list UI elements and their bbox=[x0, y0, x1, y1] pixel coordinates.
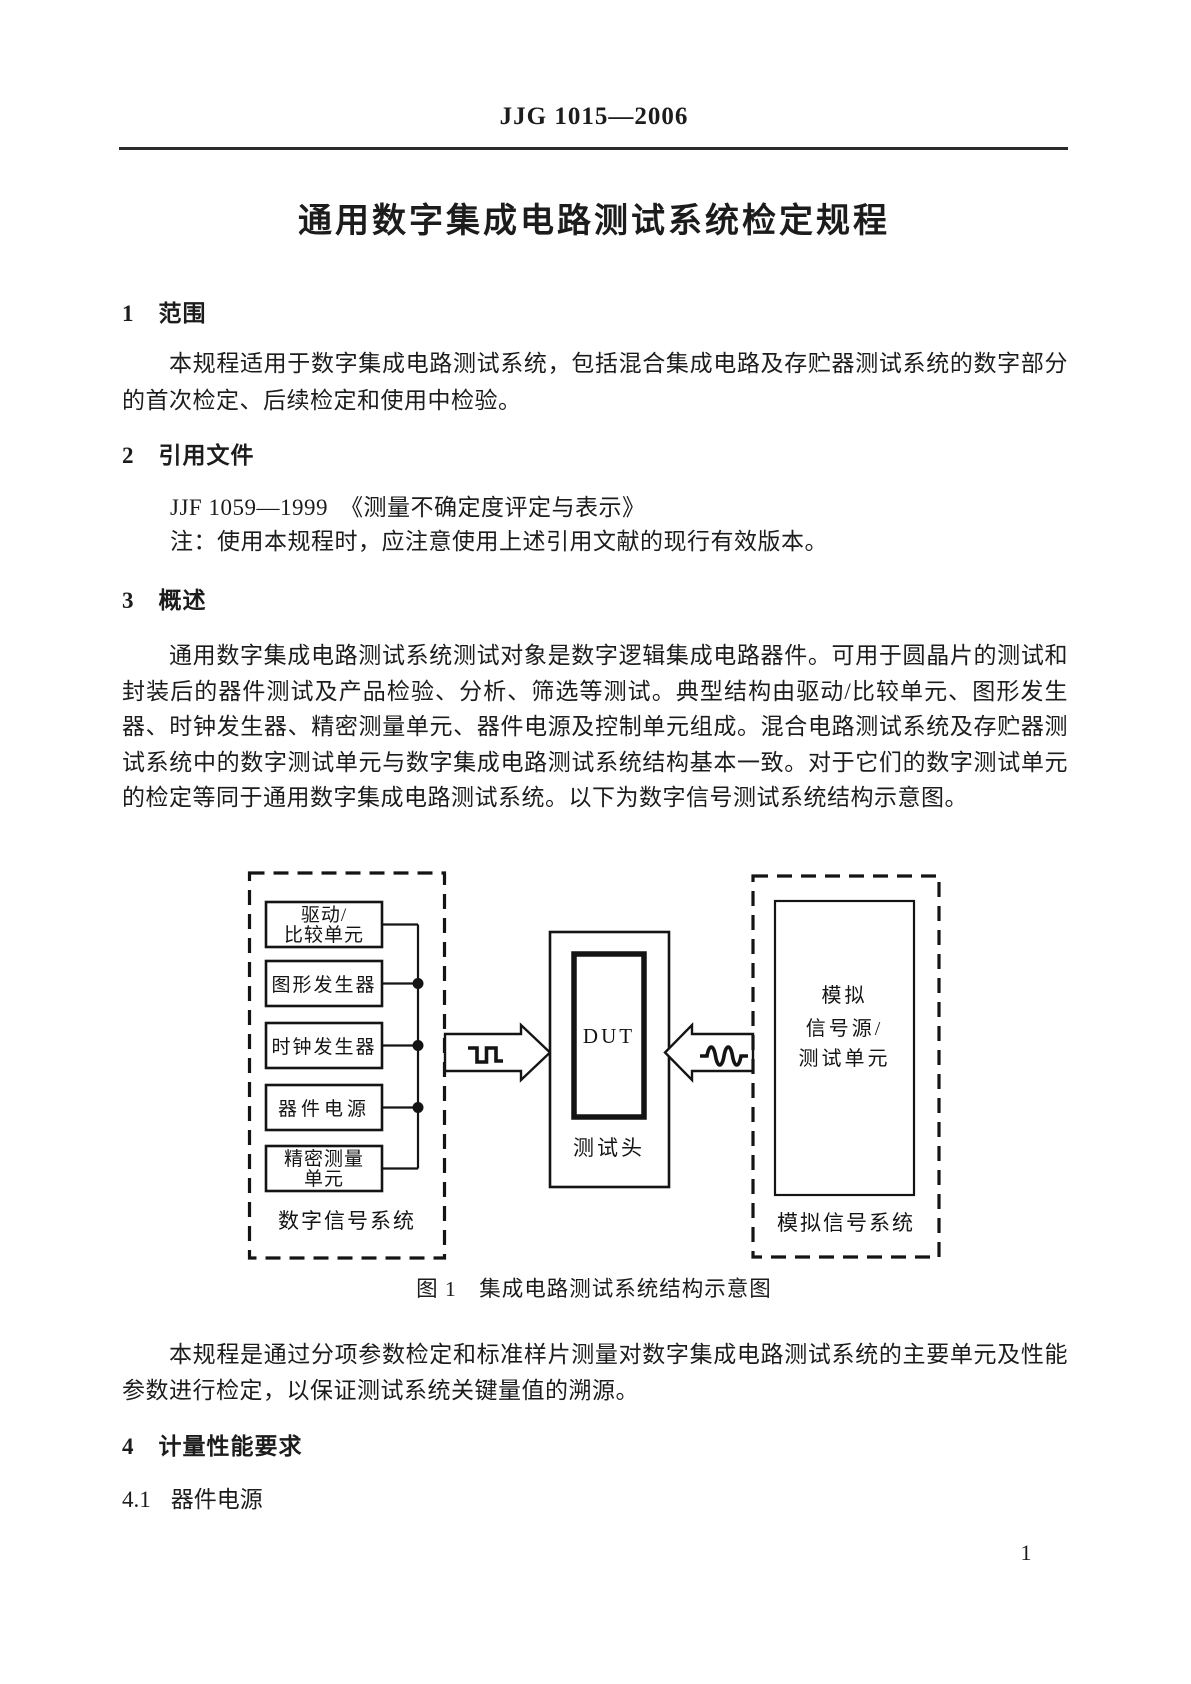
section-3-number: 3 bbox=[122, 588, 135, 613]
section-1-number: 1 bbox=[122, 301, 135, 326]
figure-1-caption: 图 1 集成电路测试系统结构示意图 bbox=[416, 1277, 772, 1301]
section-1-paragraph: 本规程适用于数字集成电路测试系统，包括混合集成电路及存贮器测试系统的数字部分的首… bbox=[122, 351, 1068, 413]
digital-signal-system-label: 数字信号系统 bbox=[278, 1209, 416, 1233]
drive-compare-unit-label-line2: 比较单元 bbox=[284, 924, 364, 946]
section-3-after-figure-paragraph: 本规程是通过分项参数检定和标准样片测量对数字集成电路测试系统的主要单元及性能参数… bbox=[122, 1342, 1068, 1403]
section-2-title: 引用文件 bbox=[158, 442, 255, 468]
section-2-number: 2 bbox=[122, 443, 135, 468]
bus-junction-dot bbox=[412, 978, 424, 989]
section-2-heading: 2 引用文件 bbox=[122, 440, 1068, 470]
section-4-1-title: 器件电源 bbox=[170, 1487, 263, 1512]
pattern-generator-label: 图形发生器 bbox=[271, 974, 376, 996]
analog-signal-system-label: 模拟信号系统 bbox=[777, 1211, 915, 1235]
reference-document-line: JJF 1059—1999 《测量不确定度评定与表示》 bbox=[170, 495, 646, 520]
document-title: 通用数字集成电路测试系统检定规程 bbox=[298, 202, 890, 240]
section-1-title: 范围 bbox=[158, 300, 207, 326]
precision-measure-unit-box bbox=[264, 1144, 384, 1193]
analog-unit-label-line1: 模拟 bbox=[822, 984, 868, 1007]
device-power-box bbox=[264, 1083, 384, 1132]
analog-unit-label-line3: 测试单元 bbox=[799, 1047, 891, 1070]
page-number: 1 bbox=[1020, 1540, 1032, 1565]
precision-measure-unit-label-line1: 精密测量 bbox=[284, 1148, 364, 1170]
analog-signal-system-dashed-box bbox=[751, 874, 941, 1259]
bus-junction-dot bbox=[412, 1102, 424, 1113]
drive-compare-unit-label-line1: 驱动/ bbox=[301, 904, 347, 926]
analog-unit-label-line2: 信号源/ bbox=[806, 1017, 884, 1040]
section-4-1-number: 4.1 bbox=[122, 1487, 151, 1512]
section-4-number: 4 bbox=[122, 1434, 135, 1459]
square-wave-icon bbox=[468, 1046, 503, 1064]
section-4-heading: 4 计量性能要求 bbox=[122, 1431, 1068, 1461]
test-head-label: 测试头 bbox=[573, 1136, 645, 1160]
document-code: JJG 1015—2006 bbox=[499, 103, 689, 130]
device-power-label: 器件电源 bbox=[278, 1098, 370, 1120]
sine-wave-icon bbox=[700, 1045, 748, 1067]
section-3-paragraph: 通用数字集成电路测试系统测试对象是数字逻辑集成电路器件。可用于圆晶片的测试和封装… bbox=[122, 643, 1068, 810]
header-rule bbox=[119, 147, 1068, 150]
reference-note-line: 注：使用本规程时，应注意使用上述引用文献的现行有效版本。 bbox=[170, 529, 828, 554]
dut-label: DUT bbox=[583, 1024, 635, 1048]
clock-generator-label: 时钟发生器 bbox=[271, 1036, 376, 1058]
figure-1-diagram: 驱动/ 比较单元 图形发生器 时钟发生器 器件电源 精密测量 单元 数字信号系统… bbox=[247, 871, 941, 1260]
section-4-title: 计量性能要求 bbox=[158, 1433, 303, 1459]
precision-measure-unit-label-line2: 单元 bbox=[304, 1168, 344, 1190]
bus-junction-dot bbox=[412, 1040, 424, 1051]
analog-source-unit-box bbox=[773, 899, 916, 1197]
section-3-heading: 3 概述 bbox=[122, 585, 1068, 615]
section-1-heading: 1 范围 bbox=[122, 298, 1068, 328]
dut-box bbox=[571, 951, 647, 1120]
section-4-1-heading: 4.1 器件电源 bbox=[122, 1485, 1068, 1515]
drive-compare-unit-box bbox=[264, 900, 384, 949]
pattern-generator-box bbox=[264, 959, 384, 1008]
section-3-title: 概述 bbox=[158, 587, 207, 613]
